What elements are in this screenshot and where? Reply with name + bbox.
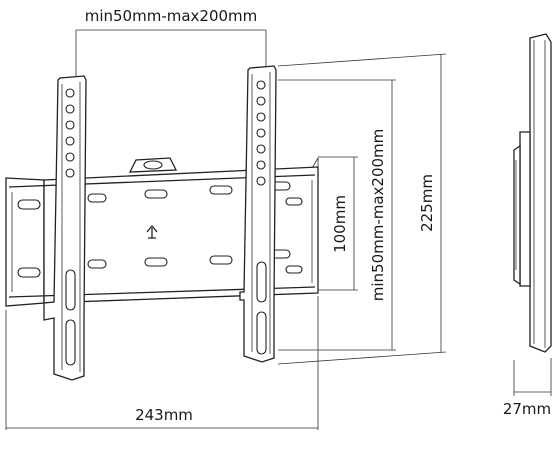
right-arm [239,65,277,363]
total-height-label: 225mm [418,174,436,232]
latch-clip-icon [128,157,178,173]
up-arrow-icon [146,224,158,239]
top-width-dimension: min50mm-max200mm [75,7,267,80]
top-width-label: min50mm-max200mm [85,7,258,25]
inner-height-label: 100mm [331,195,349,253]
bottom-width-label: 243mm [135,406,193,424]
vertical-range-label: min50mm-max200mm [369,129,387,302]
side-profile: 27mm [503,33,552,418]
total-height-dimension: 225mm [277,53,447,365]
bottom-width-dimension: 243mm [5,296,319,430]
left-arm [43,75,87,381]
inner-height-dimension: 100mm [318,156,358,291]
vertical-range-dimension: min50mm-max200mm [278,79,396,351]
depth-label: 27mm [503,400,551,418]
